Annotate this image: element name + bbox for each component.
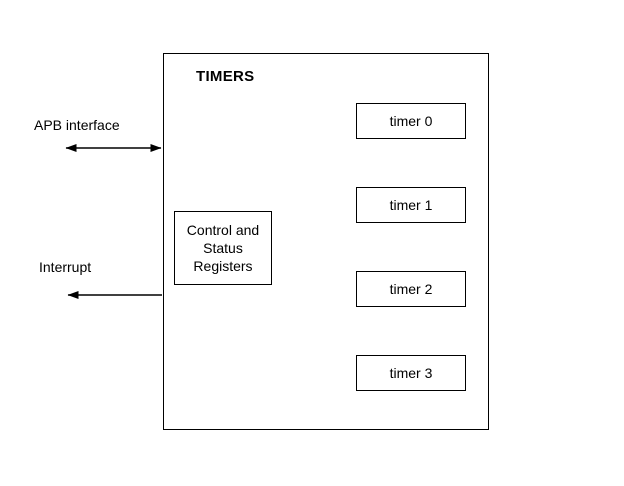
timer-0-label: timer 0 [389,113,433,129]
csr-label-line2: Status [203,240,243,256]
interrupt-label: Interrupt [39,259,92,275]
apb-interface-label: APB interface [34,117,120,133]
timer-2-box: timer 2 [356,271,466,307]
timer-3-label: timer 3 [389,365,433,381]
timers-title: TIMERS [196,68,255,85]
control-status-registers-box: Control and Status Registers [174,211,272,285]
timer-3-box: timer 3 [356,355,466,391]
timer-0-box: timer 0 [356,103,466,139]
timer-2-label: timer 2 [389,281,433,297]
timer-1-box: timer 1 [356,187,466,223]
timer-1-label: timer 1 [389,197,433,213]
csr-label-line3: Registers [193,258,253,274]
csr-label-line1: Control and [186,222,260,238]
